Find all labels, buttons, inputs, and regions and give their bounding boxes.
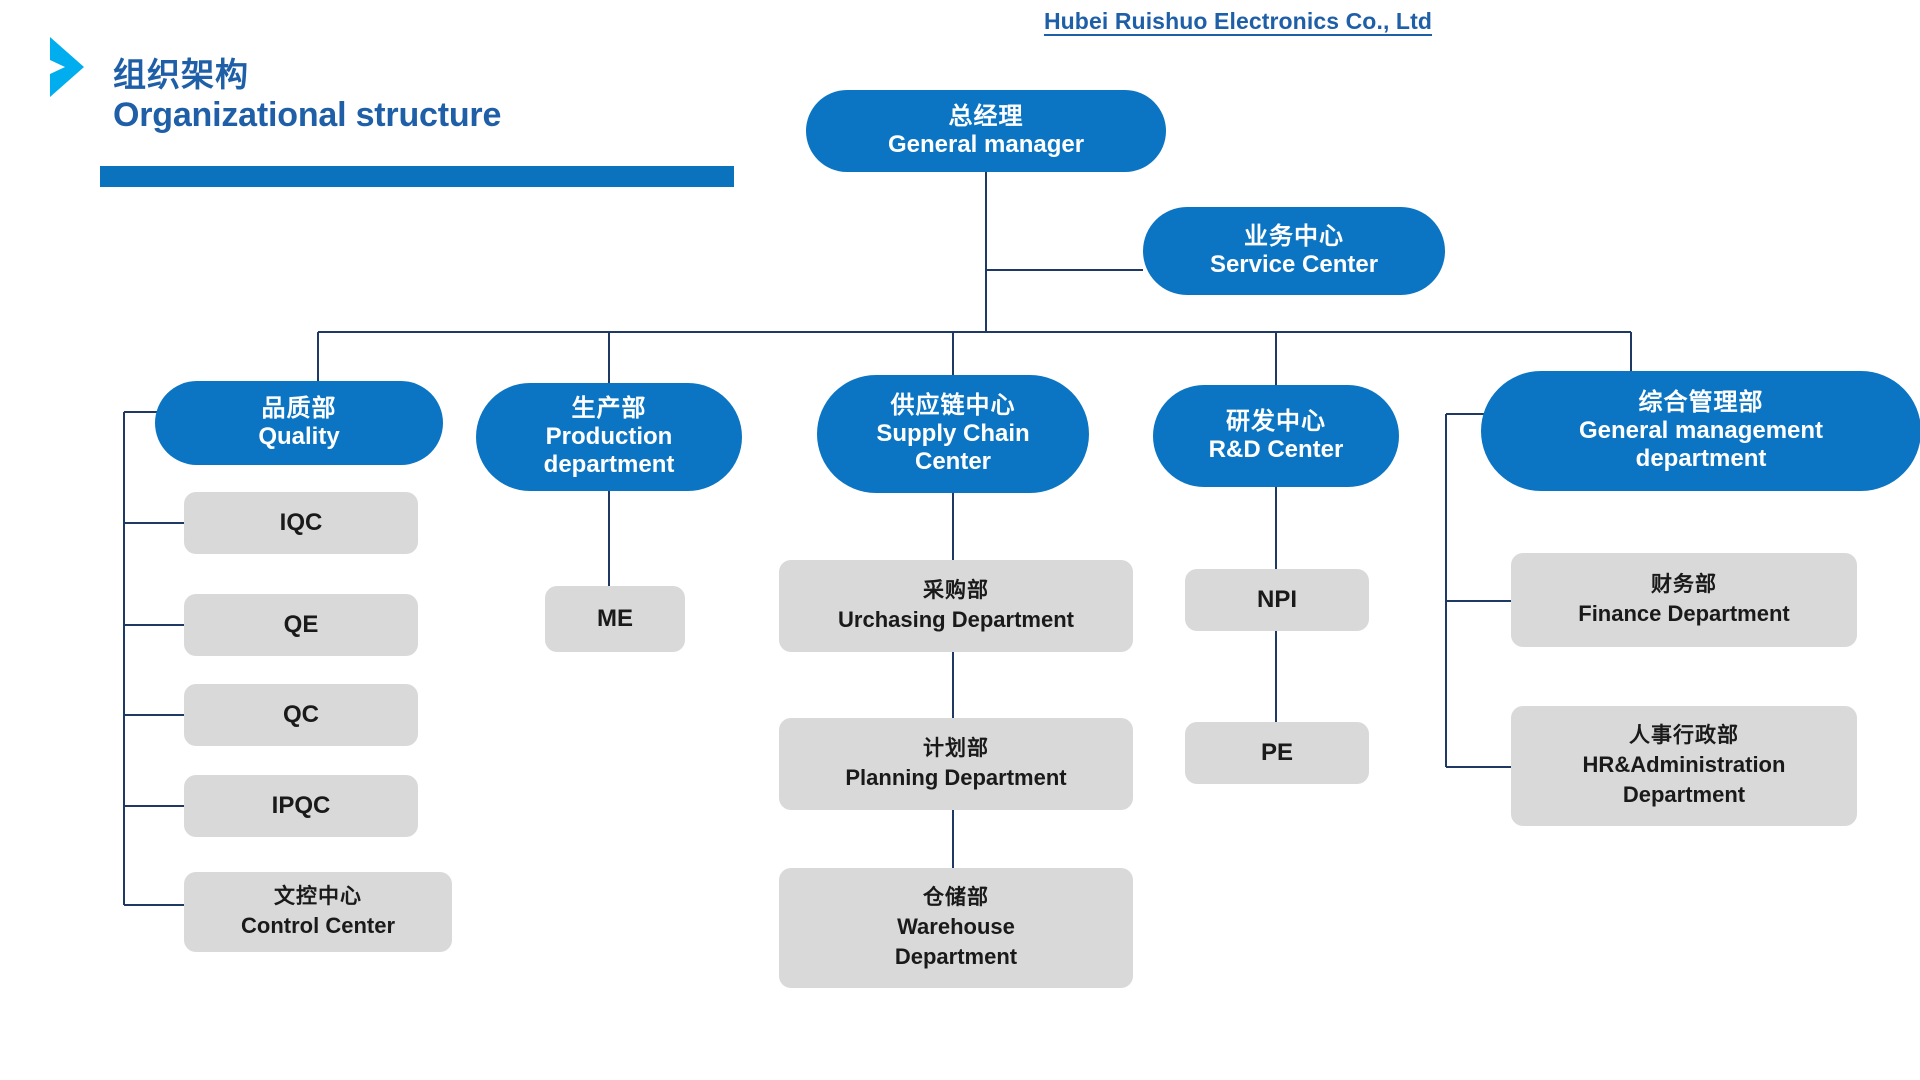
node-production-cn: 生产部	[571, 394, 647, 422]
node-ipqc-label: IPQC	[271, 791, 331, 819]
node-quality-en: Quality	[258, 423, 340, 450]
node-pe[interactable]: PE	[1185, 722, 1369, 784]
node-purchasing-department[interactable]: 采购部 Urchasing Department	[779, 560, 1133, 652]
node-supply-chain-en-line2: Center	[914, 448, 992, 476]
node-rd-center-en: R&D Center	[1208, 436, 1344, 463]
node-control-center-en: Control Center	[241, 913, 395, 939]
node-pe-label: PE	[1260, 738, 1293, 766]
node-finance-department[interactable]: 财务部 Finance Department	[1511, 553, 1857, 647]
node-general-manager[interactable]: 总经理 General manager	[806, 90, 1166, 172]
chevron-right-icon	[50, 37, 84, 97]
node-rd-center[interactable]: 研发中心 R&D Center	[1153, 385, 1399, 487]
node-general-management-cn: 综合管理部	[1638, 388, 1764, 416]
node-warehouse-department[interactable]: 仓储部 Warehouse Department	[779, 868, 1133, 988]
node-general-manager-en: General manager	[887, 131, 1085, 158]
node-production-en-line2: department	[543, 451, 675, 479]
node-service-center[interactable]: 业务中心 Service Center	[1143, 207, 1445, 295]
node-general-management-en-line1: General management	[1578, 416, 1824, 444]
node-general-manager-cn: 总经理	[948, 102, 1024, 130]
node-planning-en: Planning Department	[845, 765, 1067, 791]
company-name: Hubei Ruishuo Electronics Co., Ltd	[1043, 8, 1432, 34]
node-rd-center-cn: 研发中心	[1226, 407, 1326, 435]
node-control-center[interactable]: 文控中心 Control Center	[184, 872, 452, 952]
node-planning-department[interactable]: 计划部 Planning Department	[779, 718, 1133, 810]
node-qe[interactable]: QE	[184, 594, 418, 656]
node-purchasing-en: Urchasing Department	[838, 607, 1074, 633]
node-iqc[interactable]: IQC	[184, 492, 418, 554]
node-planning-cn: 计划部	[923, 736, 989, 760]
node-warehouse-en-line1: Warehouse	[897, 914, 1015, 940]
node-general-management[interactable]: 综合管理部 General management department	[1481, 371, 1920, 491]
node-warehouse-cn: 仓储部	[923, 886, 989, 910]
node-production[interactable]: 生产部 Production department	[476, 383, 742, 491]
node-supply-chain-en-line1: Supply Chain	[876, 419, 1030, 447]
node-hr-en-line1: HR&Administration	[1582, 752, 1786, 778]
node-supply-chain-center[interactable]: 供应链中心 Supply Chain Center	[817, 375, 1089, 493]
page-title-cn: 组织架构	[113, 56, 249, 93]
node-purchasing-cn: 采购部	[923, 578, 989, 602]
node-npi[interactable]: NPI	[1185, 569, 1369, 631]
node-hr-administration-department[interactable]: 人事行政部 HR&Administration Department	[1511, 706, 1857, 826]
node-qc[interactable]: QC	[184, 684, 418, 746]
node-warehouse-en-line2: Department	[894, 944, 1018, 970]
node-me-label: ME	[597, 604, 633, 632]
node-supply-chain-cn: 供应链中心	[890, 391, 1016, 419]
node-quality[interactable]: 品质部 Quality	[155, 381, 443, 465]
node-service-center-en: Service Center	[1209, 251, 1379, 278]
node-iqc-label: IQC	[279, 508, 323, 536]
node-hr-en-line2: Department	[1622, 782, 1746, 808]
node-service-center-cn: 业务中心	[1244, 222, 1344, 250]
node-general-management-en-line2: department	[1635, 445, 1767, 473]
page-title: 组织架构 Organizational structure	[113, 55, 501, 137]
node-finance-cn: 财务部	[1651, 572, 1717, 596]
node-qe-label: QE	[283, 610, 319, 638]
node-me[interactable]: ME	[545, 586, 685, 652]
node-ipqc[interactable]: IPQC	[184, 775, 418, 837]
node-hr-cn: 人事行政部	[1629, 724, 1739, 748]
node-npi-label: NPI	[1256, 585, 1297, 613]
node-finance-en: Finance Department	[1578, 601, 1790, 627]
node-quality-cn: 品质部	[261, 394, 337, 422]
node-production-en-line1: Production	[545, 422, 673, 450]
node-control-center-cn: 文控中心	[274, 884, 362, 908]
page-title-en: Organizational structure	[113, 96, 502, 135]
node-qc-label: QC	[283, 700, 319, 728]
title-underline-bar	[100, 166, 734, 187]
